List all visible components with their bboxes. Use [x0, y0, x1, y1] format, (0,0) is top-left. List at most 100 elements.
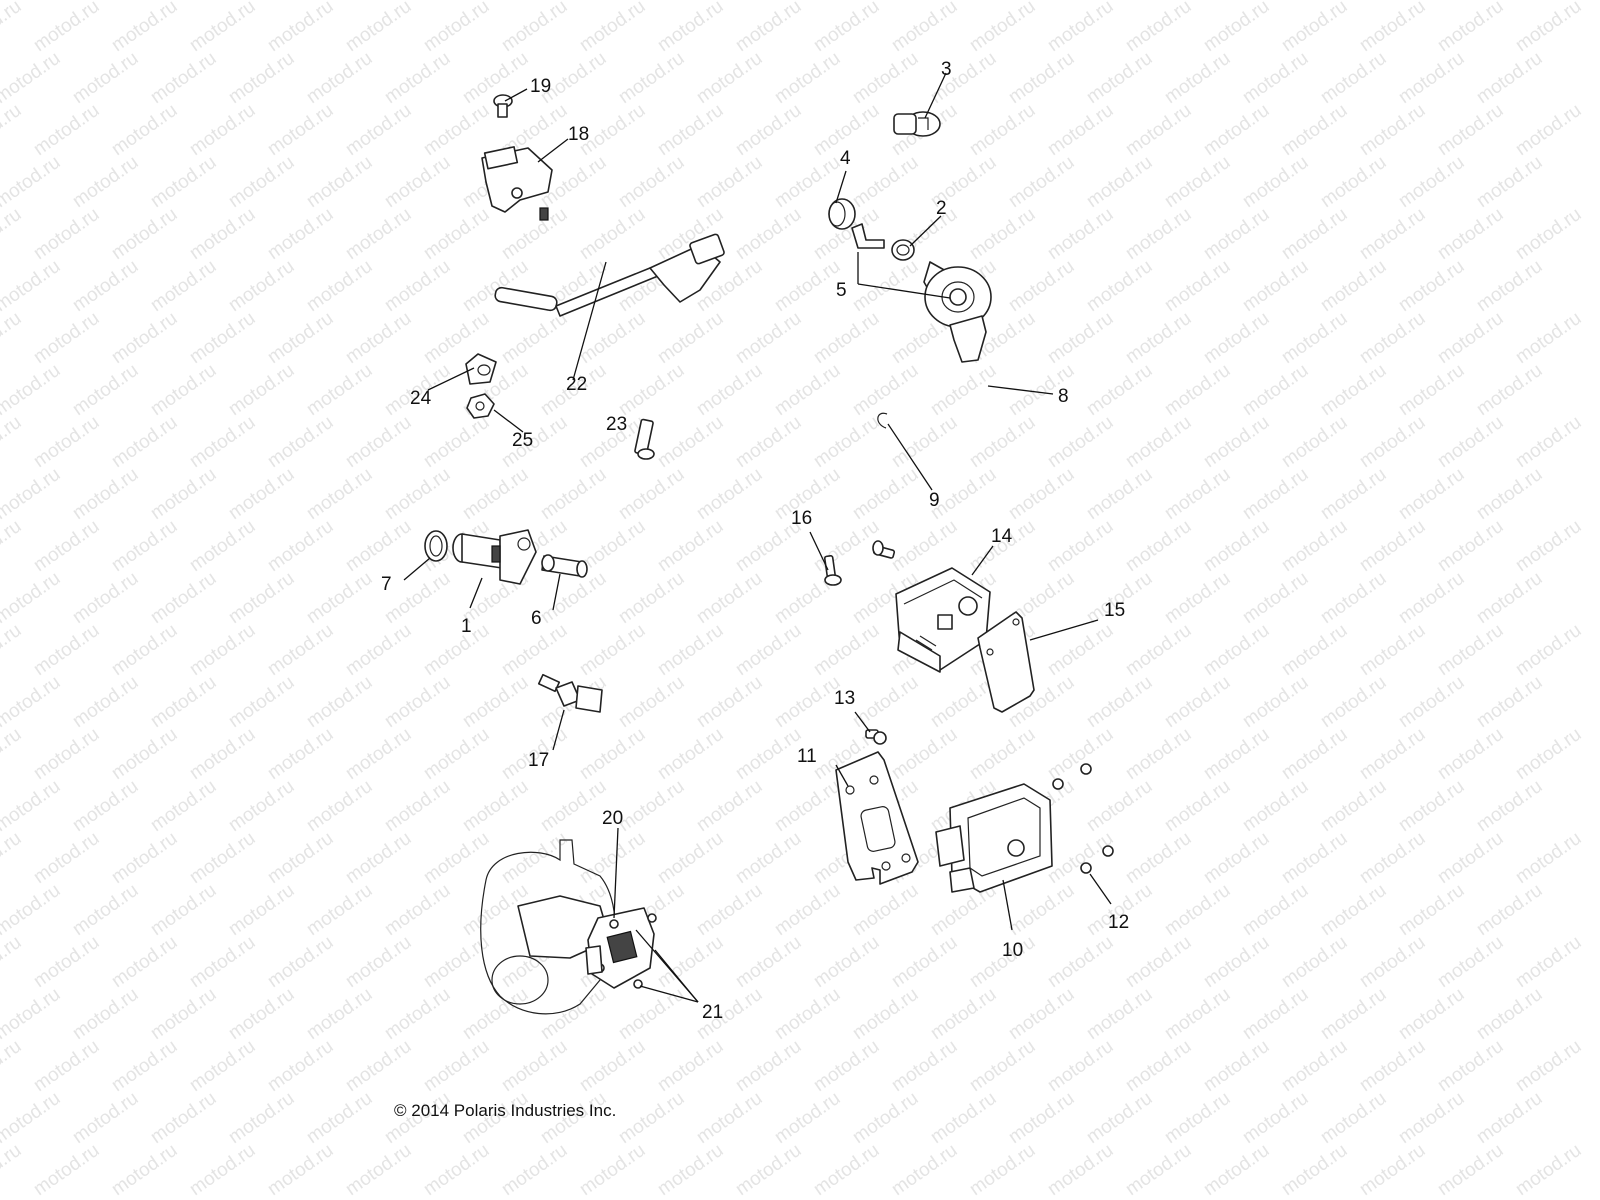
callout-15: 15 — [1104, 600, 1125, 621]
watermark-text-288: motod.ru — [1122, 620, 1195, 680]
watermark-text-170: motod.ru — [69, 360, 142, 420]
watermark-text-38: motod.ru — [1278, 0, 1351, 56]
watermark-text-183: motod.ru — [1083, 360, 1156, 420]
watermark-text-327: motod.ru — [888, 724, 961, 784]
watermark-text-447: motod.ru — [420, 1036, 493, 1096]
watermark-text-459: motod.ru — [1356, 1036, 1429, 1096]
watermark-text-409: motod.ru — [732, 932, 805, 992]
watermark-text-184: motod.ru — [1161, 360, 1234, 420]
watermark-text-186: motod.ru — [1317, 360, 1390, 420]
watermark-text-115: motod.ru — [732, 204, 805, 264]
watermark-text-200: motod.ru — [810, 412, 883, 472]
callout-24: 24 — [410, 388, 432, 409]
watermark-text-40: motod.ru — [1434, 0, 1507, 56]
watermark-text-473: motod.ru — [771, 1088, 844, 1148]
watermark-text-224: motod.ru — [1005, 464, 1078, 524]
watermark-text-306: motod.ru — [849, 672, 922, 732]
watermark-text-493: motod.ru — [732, 1140, 805, 1200]
part-2-o-ring — [891, 239, 915, 261]
watermark-text-472: motod.ru — [693, 1088, 766, 1148]
watermark-text-299: motod.ru — [303, 672, 376, 732]
watermark-text-148: motod.ru — [30, 308, 103, 368]
watermark-text-254: motod.ru — [69, 568, 142, 628]
watermark-text-282: motod.ru — [654, 620, 727, 680]
watermark-text-394: motod.ru — [1161, 880, 1234, 940]
watermark-text-121: motod.ru — [1200, 204, 1273, 264]
watermark-text-234: motod.ru — [186, 516, 259, 576]
watermark-text-201: motod.ru — [888, 412, 961, 472]
watermark-text-90: motod.ru — [381, 152, 454, 212]
watermark-text-361: motod.ru — [264, 828, 337, 888]
watermark-text-458: motod.ru — [1278, 1036, 1351, 1096]
watermark-text-96: motod.ru — [849, 152, 922, 212]
part-13-bolt — [865, 729, 887, 745]
watermark-text-207: motod.ru — [1356, 412, 1429, 472]
watermark-text-195: motod.ru — [420, 412, 493, 472]
watermark-text-281: motod.ru — [576, 620, 649, 680]
watermark-text-389: motod.ru — [771, 880, 844, 940]
part-19-bolt — [493, 94, 513, 118]
watermark-text-291: motod.ru — [1356, 620, 1429, 680]
watermark-text-486: motod.ru — [186, 1140, 259, 1200]
watermark-text-215: motod.ru — [303, 464, 376, 524]
watermark-text-89: motod.ru — [303, 152, 376, 212]
callout-12: 12 — [1108, 912, 1129, 933]
watermark-text-358: motod.ru — [30, 828, 103, 888]
watermark-text-37: motod.ru — [1200, 0, 1273, 56]
watermark-text-273: motod.ru — [0, 620, 25, 680]
watermark-text-442: motod.ru — [30, 1036, 103, 1096]
watermark-text-310: motod.ru — [1161, 672, 1234, 732]
watermark-text-69: motod.ru — [420, 100, 493, 160]
watermark-text-233: motod.ru — [108, 516, 181, 576]
watermark-text-304: motod.ru — [693, 672, 766, 732]
watermark-text-488: motod.ru — [342, 1140, 415, 1200]
watermark-text-362: motod.ru — [342, 828, 415, 888]
watermark-text-209: motod.ru — [1512, 412, 1585, 472]
watermark-text-191: motod.ru — [108, 412, 181, 472]
watermark-text-476: motod.ru — [1005, 1088, 1078, 1148]
watermark-text-338: motod.ru — [69, 776, 142, 836]
watermark-text-332: motod.ru — [1278, 724, 1351, 784]
watermark-text-496: motod.ru — [966, 1140, 1039, 1200]
watermark-text-24: motod.ru — [186, 0, 259, 56]
watermark-text-48: motod.ru — [381, 48, 454, 108]
watermark-text-123: motod.ru — [1356, 204, 1429, 264]
watermark-text-100: motod.ru — [1161, 152, 1234, 212]
watermark-text-344: motod.ru — [537, 776, 610, 836]
watermark-text-451: motod.ru — [732, 1036, 805, 1096]
watermark-text-464: motod.ru — [69, 1088, 142, 1148]
watermark-text-164: motod.ru — [1278, 308, 1351, 368]
watermark-text-315: motod.ru — [0, 724, 25, 784]
watermark-text-413: motod.ru — [1044, 932, 1117, 992]
watermark-text-251: motod.ru — [1512, 516, 1585, 576]
watermark-text-61: motod.ru — [1395, 48, 1468, 108]
watermark-text-142: motod.ru — [1161, 256, 1234, 316]
watermark-text-187: motod.ru — [1395, 360, 1468, 420]
watermark-text-297: motod.ru — [147, 672, 220, 732]
watermark-text-367: motod.ru — [732, 828, 805, 888]
watermark-text-432: motod.ru — [849, 984, 922, 1044]
watermark-text-335: motod.ru — [1512, 724, 1585, 784]
watermark-text-400: motod.ru — [30, 932, 103, 992]
watermark-text-236: motod.ru — [342, 516, 415, 576]
watermark-text-346: motod.ru — [693, 776, 766, 836]
watermark-text-220: motod.ru — [693, 464, 766, 524]
watermark-text-88: motod.ru — [225, 152, 298, 212]
part-15-gasket — [977, 611, 1035, 713]
watermark-text-120: motod.ru — [1122, 204, 1195, 264]
watermark-text-204: motod.ru — [1122, 412, 1195, 472]
watermark-text-431: motod.ru — [771, 984, 844, 1044]
watermark-text-424: motod.ru — [225, 984, 298, 1044]
watermark-text-154: motod.ru — [498, 308, 571, 368]
watermark-text-203: motod.ru — [1044, 412, 1117, 472]
copyright-text: © 2014 Polaris Industries Inc. — [394, 1101, 616, 1120]
watermark-text-232: motod.ru — [30, 516, 103, 576]
watermark-text-39: motod.ru — [1356, 0, 1429, 56]
watermark-text-467: motod.ru — [303, 1088, 376, 1148]
watermark-text-427: motod.ru — [459, 984, 532, 1044]
watermark-text-26: motod.ru — [342, 0, 415, 56]
part-3-plug — [893, 111, 941, 137]
watermark-text-485: motod.ru — [108, 1140, 181, 1200]
watermark-text-256: motod.ru — [225, 568, 298, 628]
